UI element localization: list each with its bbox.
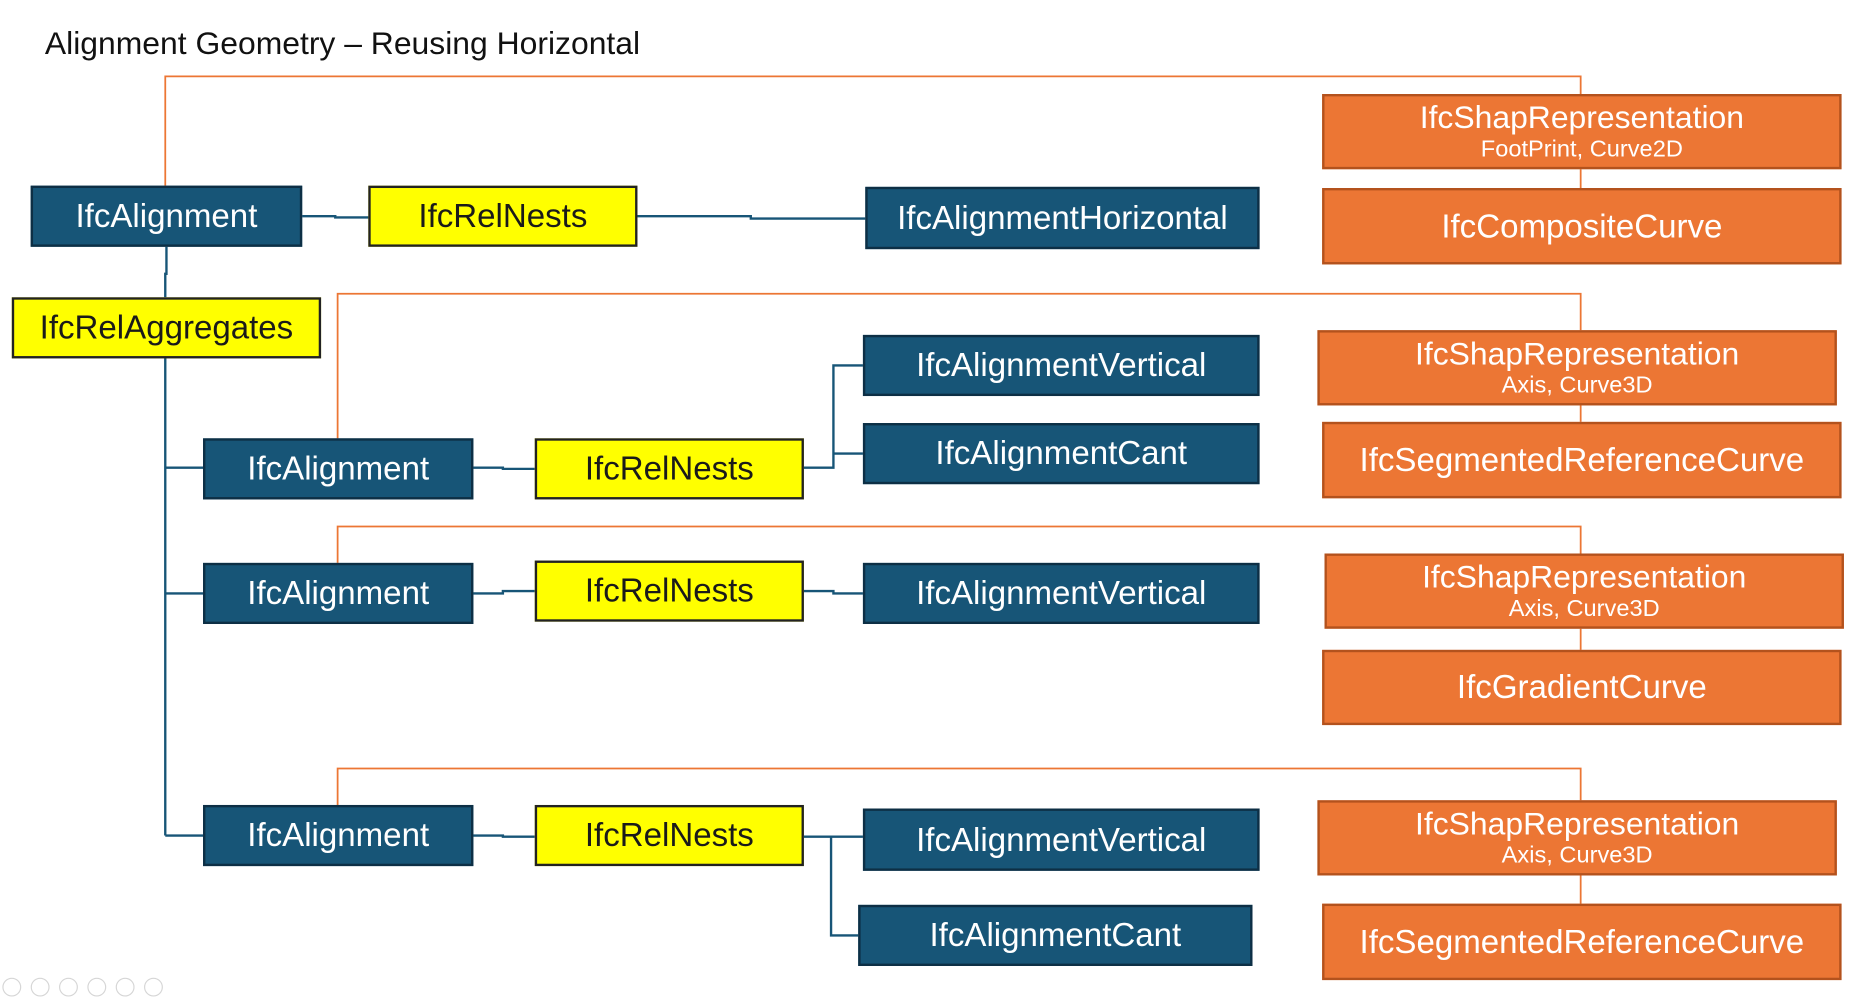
node-label: IfcRelAggregates [39, 309, 294, 346]
ifc-alignment-horizontal[interactable]: IfcAlignmentHorizontal [865, 186, 1260, 250]
connector-relnests3-cant [829, 836, 859, 937]
connector-alignment1-relnests [473, 466, 535, 471]
ifc-rel-aggregates[interactable]: IfcRelAggregates [11, 297, 322, 359]
curve-label: IfcSegmentedReferenceCurve [1359, 441, 1805, 478]
representation-name: IfcShapRepresentation [1419, 99, 1744, 136]
representation-name: IfcShapRepresentation [1422, 559, 1747, 595]
representation-detail: FootPrint, Curve2D [1480, 136, 1683, 163]
connector-root-representation [164, 75, 1582, 186]
representation-name: IfcShapRepresentation [1414, 336, 1740, 372]
nav-dot-icon[interactable] [30, 977, 50, 997]
ifc-alignment-3[interactable]: IfcAlignment [203, 804, 474, 867]
representation-name: IfcShapRepresentation [1414, 806, 1740, 842]
ifc-alignment-root[interactable]: IfcAlignment [30, 185, 303, 247]
ifc-shape-representation-1[interactable]: IfcShapRepresentation Axis, Curve3D [1317, 330, 1837, 406]
curve-label: IfcGradientCurve [1456, 668, 1707, 706]
node-label: IfcRelNests [584, 450, 754, 487]
node-label: IfcRelNests [584, 572, 754, 609]
connector-relnests-horizontal [637, 215, 866, 220]
nav-dot-icon[interactable] [2, 977, 22, 997]
ifc-rel-nests-1[interactable]: IfcRelNests [534, 438, 804, 500]
representation-detail: Axis, Curve3D [1508, 595, 1660, 622]
structure-connectors [164, 215, 866, 937]
ifc-segmented-reference-curve-1[interactable]: IfcSegmentedReferenceCurve [1322, 421, 1842, 499]
ifc-alignment-2[interactable]: IfcAlignment [203, 562, 474, 625]
representation-connectors [164, 75, 1582, 904]
ifc-alignment-cant-3[interactable]: IfcAlignmentCant [858, 904, 1253, 966]
node-label: IfcAlignment [247, 816, 430, 854]
node-label: IfcRelNests [418, 197, 588, 234]
representation-detail: Axis, Curve3D [1501, 842, 1653, 869]
nav-dot-icon[interactable] [115, 977, 135, 997]
connector-alignment3-representation [336, 767, 1582, 805]
ifc-gradient-curve[interactable]: IfcGradientCurve [1322, 649, 1842, 726]
representation-detail: Axis, Curve3D [1501, 372, 1653, 399]
ifc-composite-curve[interactable]: IfcCompositeCurve [1322, 188, 1842, 265]
connector-alignment1-representation [336, 292, 1582, 439]
connector-root-aggregates [164, 246, 168, 298]
connector-alignment2-relnests [473, 589, 535, 595]
node-label: IfcAlignmentVertical [916, 574, 1207, 612]
node-label: IfcAlignmentCant [929, 916, 1182, 954]
slide-navigation-controls[interactable] [2, 977, 163, 997]
curve-label: IfcCompositeCurve [1441, 207, 1723, 244]
page-title: Alignment Geometry – Reusing Horizontal [44, 25, 641, 62]
nav-dot-icon[interactable] [144, 977, 163, 997]
connector-alignment3-relnests [473, 834, 535, 838]
nav-dot-icon[interactable] [59, 977, 78, 997]
ifc-rel-nests-root[interactable]: IfcRelNests [368, 185, 638, 247]
ifc-rel-nests-3[interactable]: IfcRelNests [534, 804, 804, 867]
node-label: IfcAlignmentCant [935, 434, 1188, 472]
curve-label: IfcSegmentedReferenceCurve [1359, 923, 1805, 960]
connector-relnests2-vertical [803, 589, 863, 595]
connector-relnests1-branches [803, 364, 863, 469]
ifc-alignment-1[interactable]: IfcAlignment [203, 438, 474, 500]
connector-alignment2-representation [336, 525, 1582, 563]
ifc-rel-nests-2[interactable]: IfcRelNests [534, 560, 804, 622]
ifc-alignment-vertical-3[interactable]: IfcAlignmentVertical [862, 808, 1260, 871]
node-label: IfcAlignment [247, 574, 430, 612]
connector-root-relnests [302, 215, 370, 219]
node-label: IfcAlignment [247, 450, 430, 487]
ifc-alignment-vertical-2[interactable]: IfcAlignmentVertical [862, 562, 1260, 625]
ifc-shape-representation-3[interactable]: IfcShapRepresentation Axis, Curve3D [1317, 800, 1837, 876]
nav-dot-icon[interactable] [87, 977, 107, 997]
ifc-shape-representation-0[interactable]: IfcShapRepresentation FootPrint, Curve2D [1322, 94, 1842, 170]
node-label: IfcRelNests [584, 816, 754, 854]
node-label: IfcAlignment [75, 197, 258, 234]
ifc-alignment-vertical-1[interactable]: IfcAlignmentVertical [862, 334, 1260, 397]
ifc-shape-representation-2[interactable]: IfcShapRepresentation Axis, Curve3D [1324, 553, 1844, 629]
ifc-alignment-cant-1[interactable]: IfcAlignmentCant [862, 423, 1260, 485]
node-label: IfcAlignmentVertical [916, 820, 1207, 858]
node-label: IfcAlignmentVertical [916, 346, 1207, 384]
ifc-segmented-reference-curve-3[interactable]: IfcSegmentedReferenceCurve [1322, 903, 1842, 981]
node-label: IfcAlignmentHorizontal [897, 199, 1228, 236]
